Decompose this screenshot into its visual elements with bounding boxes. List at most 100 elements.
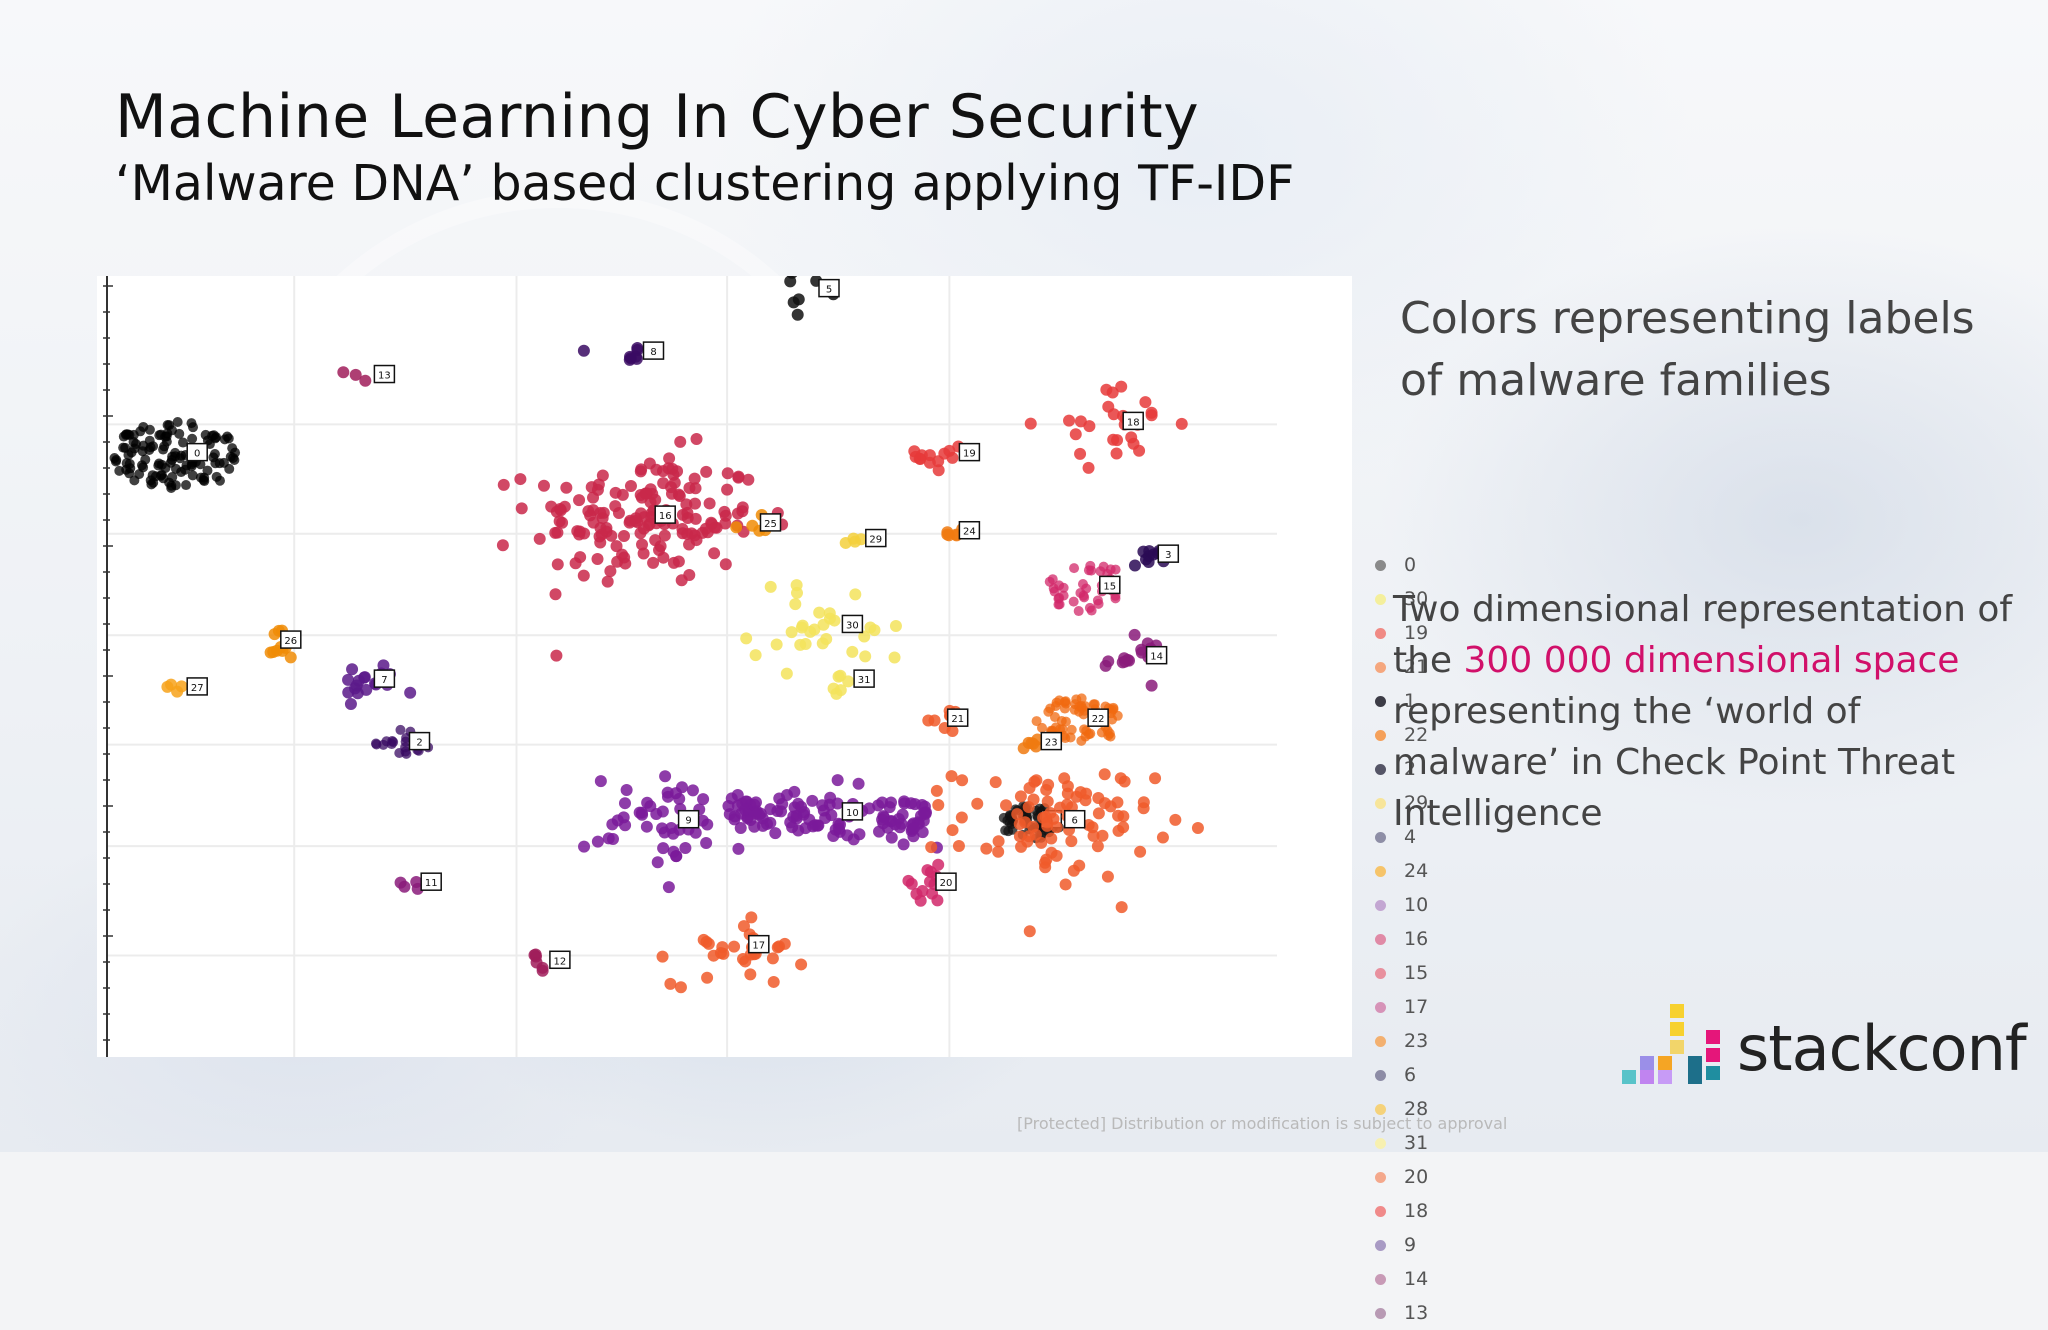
scatter-point (533, 532, 546, 545)
scatter-point (170, 480, 181, 491)
side-caption-description: Two dimensional representation of the 30… (1393, 584, 2033, 839)
legend-marker (1375, 1307, 1386, 1319)
scatter-point (1050, 821, 1063, 834)
scatter-point (620, 784, 633, 797)
scatter-point (657, 842, 670, 855)
scatter-point (653, 544, 666, 557)
legend-item: 24 (1375, 854, 1455, 888)
scatter-point (1137, 545, 1150, 558)
scatter-point (553, 515, 566, 528)
scatter-point (770, 638, 783, 651)
scatter-point (823, 607, 836, 620)
scatter-point (992, 835, 1005, 848)
scatter-point (537, 479, 550, 492)
scatter-point (174, 428, 185, 439)
scatter-point (651, 856, 664, 869)
svg-text:0: 0 (194, 449, 200, 460)
scatter-point (764, 580, 777, 593)
svg-text:19: 19 (963, 449, 976, 460)
scatter-point (148, 477, 159, 488)
scatter-point (675, 574, 688, 587)
scatter-point (138, 421, 149, 432)
scatter-point (109, 452, 120, 463)
scatter-point (128, 436, 139, 447)
scatter-point (172, 417, 183, 428)
cluster-label-8: 8 (642, 341, 665, 360)
scatter-point (181, 480, 192, 491)
footer-disclaimer: [Protected] Distribution or modification… (1017, 1114, 1508, 1133)
scatter-point (585, 481, 598, 494)
scatter-point (1017, 742, 1030, 755)
scatter-point (932, 799, 945, 812)
cluster-label-21: 21 (946, 708, 969, 727)
scatter-point (732, 471, 745, 484)
scatter-point (161, 431, 172, 442)
svg-text:3: 3 (1165, 550, 1171, 561)
scatter-point (1104, 728, 1115, 739)
scatter-point (831, 797, 844, 810)
scatter-point (728, 810, 741, 823)
scatter-point (1083, 420, 1096, 433)
legend-item: 30 (1375, 582, 1455, 616)
scatter-point (178, 437, 189, 448)
scatter-point (1060, 733, 1071, 744)
scatter-point (672, 555, 685, 568)
scatter-point (1115, 380, 1128, 393)
svg-text:6: 6 (1072, 816, 1078, 827)
legend-label: 18 (1404, 1200, 1429, 1222)
scatter-point (673, 490, 686, 503)
scatter-point (349, 368, 362, 381)
scatter-point (1107, 433, 1120, 446)
scatter-point (155, 470, 166, 481)
scatter-point (914, 894, 927, 907)
scatter-point (858, 630, 871, 643)
legend-label: 15 (1404, 962, 1429, 984)
scatter-point (1135, 646, 1148, 659)
legend-marker (1375, 593, 1386, 605)
scatter-point (716, 941, 729, 954)
legend-marker (1375, 729, 1386, 741)
legend-label: 2 (1404, 758, 1417, 780)
cluster-31 (827, 669, 855, 700)
svg-text:11: 11 (425, 878, 438, 889)
legend-label: 14 (1404, 1268, 1429, 1290)
scatter-point (833, 825, 846, 838)
scatter-point (853, 828, 866, 841)
legend-marker (1375, 1273, 1386, 1285)
scatter-point (1139, 396, 1152, 409)
scatter-point (697, 793, 710, 806)
svg-text:31: 31 (858, 675, 871, 686)
scatter-point (394, 876, 407, 889)
scatter-point (803, 813, 816, 826)
scatter-point (749, 649, 762, 662)
svg-text:27: 27 (191, 683, 204, 694)
scatter-point (685, 527, 698, 540)
legend-label: 29 (1404, 792, 1429, 814)
scatter-point (551, 526, 564, 539)
scatter-point (1087, 829, 1100, 842)
stackconf-logo-text: stackconf (1737, 1012, 2027, 1085)
scatter-point (905, 877, 918, 890)
scatter-point (187, 470, 198, 481)
scatter-point (889, 619, 902, 632)
scatter-point (670, 850, 683, 863)
scatter-point (1074, 786, 1087, 799)
scatter-point (214, 458, 225, 469)
scatter-point (1059, 703, 1070, 714)
scatter-point (1125, 431, 1138, 444)
scatter-point (658, 826, 671, 839)
scatter-point (876, 813, 889, 826)
scatter-point (1065, 835, 1078, 848)
scatter-point (1145, 679, 1158, 692)
scatter-point (121, 429, 132, 440)
scatter-point (650, 808, 663, 821)
scatter-point (730, 521, 743, 534)
cluster-label-23: 23 (1040, 731, 1063, 751)
cluster-12 (528, 948, 549, 977)
scatter-point (633, 806, 646, 819)
scatter-point (689, 482, 702, 495)
scatter-point (1068, 596, 1079, 607)
legend-marker (1375, 559, 1386, 571)
scatter-point (956, 774, 969, 787)
scatter-point (1117, 821, 1130, 834)
